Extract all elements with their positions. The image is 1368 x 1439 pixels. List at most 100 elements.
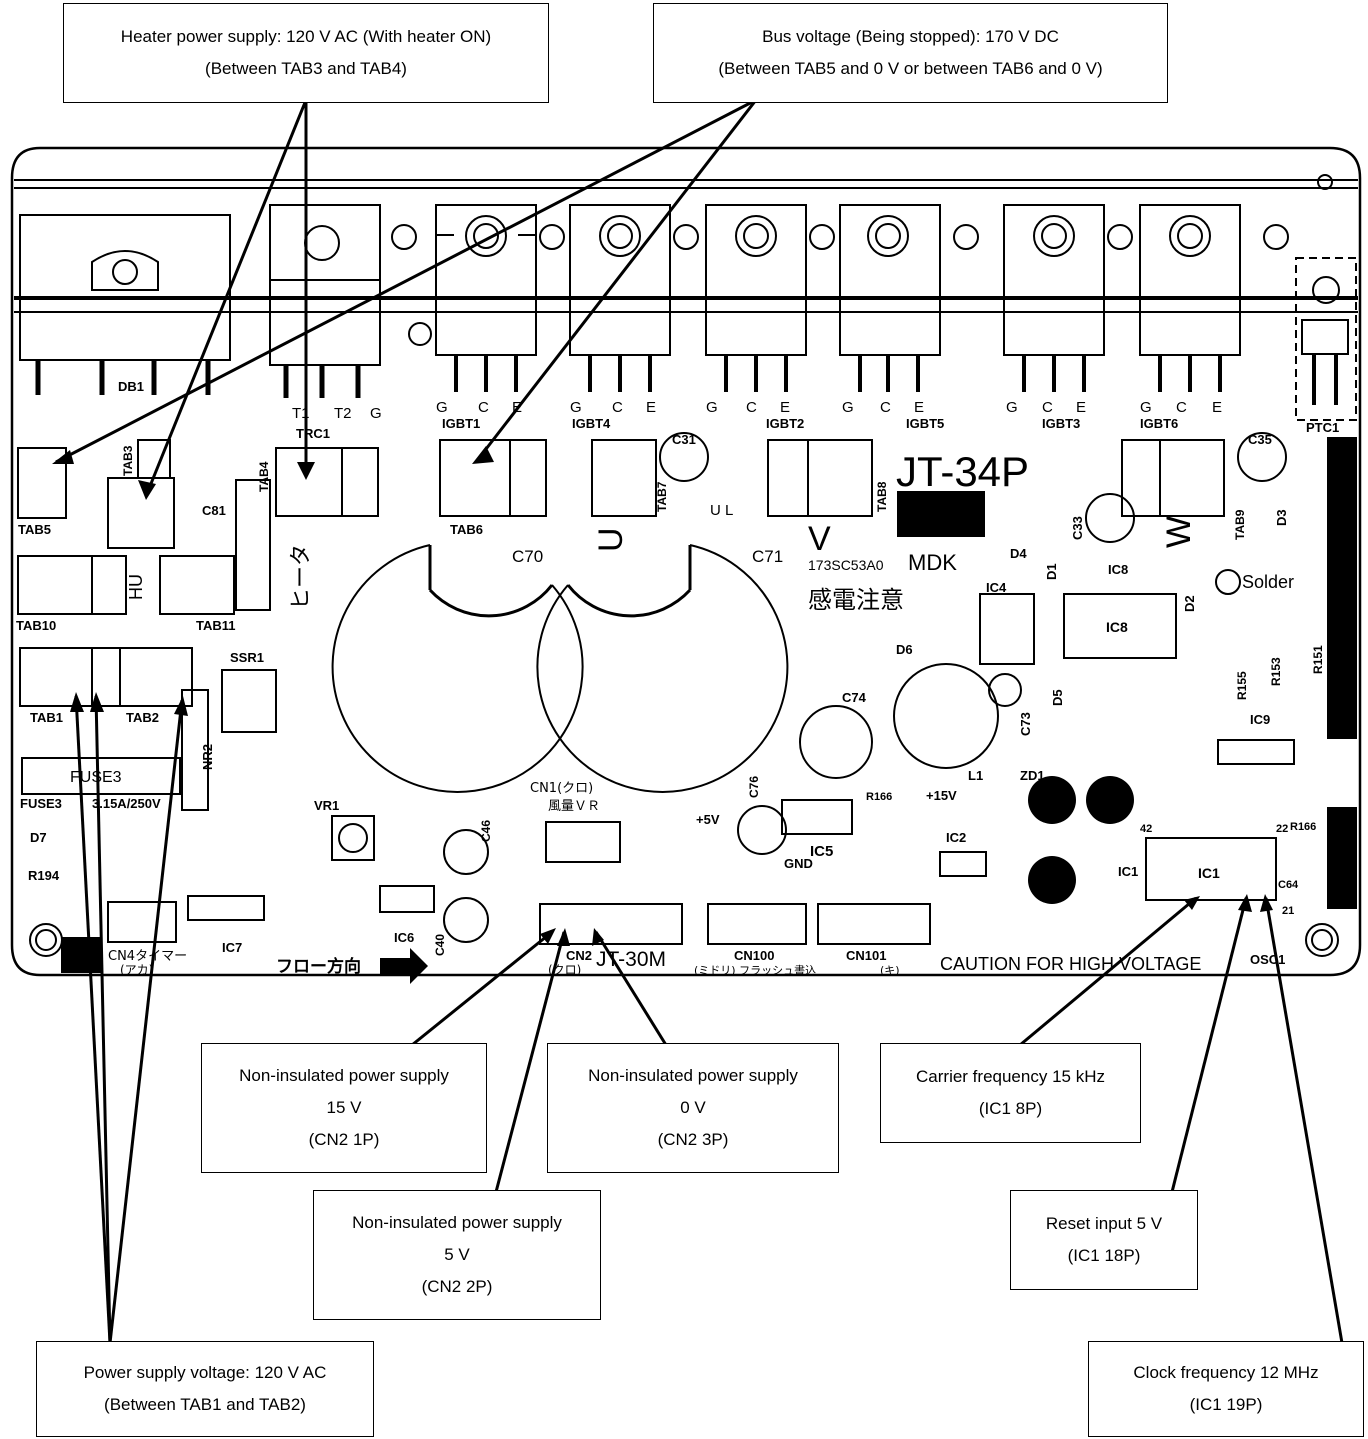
c76-label: C76	[747, 776, 761, 798]
c71-label: C71	[752, 547, 783, 566]
igbt5-package	[839, 204, 941, 392]
corner-hole-bottom-right-inner	[1311, 929, 1333, 951]
d5-label: D5	[1050, 689, 1065, 706]
right-edge-strip	[1327, 437, 1357, 739]
trc1-t2-label: T2	[334, 405, 352, 422]
r155-label: R155	[1235, 671, 1249, 700]
ic9-body	[1217, 739, 1295, 765]
cn101-connector	[817, 903, 931, 945]
ic1-label: IC1	[1118, 864, 1138, 879]
db1-tab	[91, 250, 159, 291]
igbt5-e: E	[914, 399, 924, 416]
mount-hole-igbt3	[1107, 224, 1133, 250]
ptc1-body	[1301, 319, 1349, 355]
tab4-terminal	[275, 447, 343, 517]
arrow-tab5	[52, 450, 74, 464]
callout-power-supply-voltage: Power supply voltage: 120 V AC (Between …	[36, 1341, 374, 1437]
c46-label: C46	[479, 820, 493, 842]
cn1-connector	[545, 821, 621, 863]
d1-label: D1	[1044, 563, 1059, 580]
l1-label: L1	[968, 768, 983, 783]
leader-carrier	[1019, 896, 1197, 1047]
ptc1-outline	[1295, 257, 1357, 421]
callout-clock-frequency: Clock frequency 12 MHz (IC1 19P)	[1088, 1341, 1364, 1437]
igbt4-c: C	[612, 399, 623, 416]
callout-line: Non-insulated power supply	[239, 1066, 449, 1085]
tab3-terminal	[107, 477, 175, 549]
cn2-connector	[539, 903, 683, 945]
ic8-body	[1063, 593, 1177, 659]
leader-clock	[1264, 897, 1344, 1344]
mount-hole-2	[408, 322, 432, 346]
mount-hole-igbt2	[809, 224, 835, 250]
ssr1-label: SSR1	[230, 650, 264, 665]
tab4-label: TAB4	[257, 461, 271, 492]
arrow-tab3	[138, 480, 156, 500]
tab9-terminal	[1159, 439, 1225, 517]
tab8-label: TAB8	[875, 481, 889, 512]
mount-hole-igbt5	[953, 224, 979, 250]
flow-direction-arrow	[380, 948, 428, 984]
trc1-body	[269, 204, 381, 366]
c73-label: C73	[1018, 712, 1033, 736]
callout-heater-power: Heater power supply: 120 V AC (With heat…	[63, 3, 549, 103]
s-marker-label: S/	[66, 941, 78, 955]
ic2-label: IC2	[946, 830, 966, 845]
c71-outline	[536, 544, 789, 793]
callout-line: 0 V	[680, 1098, 706, 1117]
ict-label: ICT	[1098, 784, 1119, 799]
callout-line: 5 V	[444, 1245, 470, 1264]
right-edge-tag	[1327, 807, 1357, 909]
ic8-body-label: IC8	[1106, 619, 1128, 635]
tab8-terminal	[807, 439, 873, 517]
fuse3-body	[21, 757, 181, 795]
tab6-label-box	[509, 439, 547, 517]
tab11-label: TAB11	[196, 618, 236, 633]
leader-15v	[411, 930, 553, 1047]
ic2-body	[939, 851, 987, 877]
igbt2-e: E	[780, 399, 790, 416]
cn101-sub-label: (キ)	[880, 964, 900, 977]
c76-capacitor	[737, 805, 787, 855]
heater-jp-label: ヒータ	[289, 544, 314, 610]
tab4-label-box	[341, 447, 379, 517]
arrow-tab1	[70, 692, 84, 712]
igbt6-package	[1139, 204, 1241, 392]
callout-line: Non-insulated power supply	[352, 1213, 562, 1232]
tab2-terminal	[119, 647, 193, 707]
leader-heater-tab3	[144, 99, 308, 497]
s-marker-block	[61, 937, 101, 973]
db1-mount-hole	[112, 259, 138, 285]
fuse3-label: FUSE3	[70, 769, 122, 786]
r151-label: R151	[1311, 645, 1325, 674]
plus5v-label: +5V	[696, 812, 720, 827]
callout-line: Heater power supply: 120 V AC (With heat…	[120, 27, 492, 46]
fuse3-caption: FUSE3	[20, 796, 62, 811]
igbt1-g: G	[436, 399, 448, 416]
mount-hole-igbt4	[673, 224, 699, 250]
d2-label: D2	[1182, 595, 1197, 612]
cn1-sub-label: 風量ＶＲ	[548, 799, 600, 814]
callout-line: (CN2 2P)	[421, 1277, 493, 1296]
tab2-label: TAB2	[126, 710, 159, 725]
leader-power-tab1b	[94, 695, 112, 1344]
ic6-body	[379, 885, 435, 913]
igbt5-c: C	[880, 399, 891, 416]
callout-non-insulated-5v: Non-insulated power supply 5 V (CN2 2P)	[313, 1190, 601, 1320]
callout-line: (Between TAB1 and TAB2)	[104, 1395, 306, 1414]
igbt2-g: G	[706, 399, 718, 416]
arrow-carrier	[1184, 896, 1200, 910]
igbt2-package	[705, 204, 807, 392]
d4-label: D4	[1010, 546, 1027, 561]
c81-body	[235, 479, 271, 611]
callout-line: Clock frequency 12 MHz	[1133, 1363, 1319, 1382]
hu-label-box	[91, 555, 127, 615]
connector-model-label: JT-30M	[596, 948, 666, 971]
tab10-label: TAB10	[16, 618, 56, 633]
plus15v-label: +15V	[926, 788, 957, 803]
tab9-label-box	[1121, 439, 1161, 517]
c71-band	[566, 545, 692, 618]
callout-line: (IC1 19P)	[1189, 1395, 1263, 1414]
callout-line: (IC1 18P)	[1067, 1246, 1141, 1265]
